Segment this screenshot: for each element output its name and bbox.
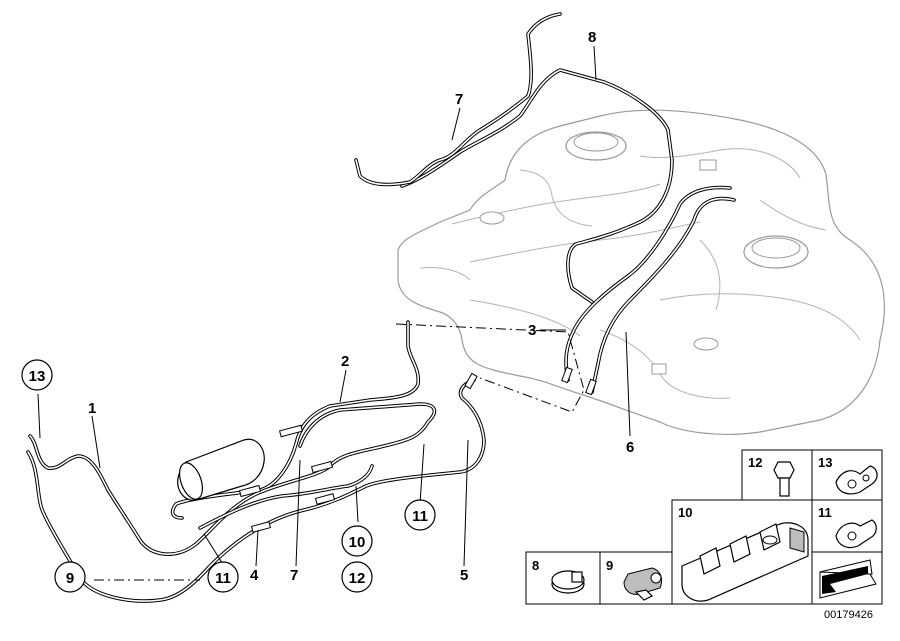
callout-7-upper: 7 <box>455 91 463 108</box>
fuel-line-8 <box>400 68 674 304</box>
callout-2: 2 <box>341 353 349 370</box>
fuel-line-middle <box>198 464 374 530</box>
callout-8: 8 <box>588 29 596 46</box>
leader-lines <box>37 45 631 567</box>
callout-9: 9 <box>66 570 74 587</box>
callout-10-circle: 10 <box>341 525 373 557</box>
document-id: 00179426 <box>824 609 873 621</box>
fuel-filter <box>177 438 265 501</box>
callout-13-circle: 13 <box>21 359 53 391</box>
line-holder-10-icon <box>681 522 809 602</box>
nut-icon <box>773 461 795 497</box>
part-label-9: 9 <box>606 558 613 573</box>
part-label-8: 8 <box>532 558 539 573</box>
callout-11-a: 11 <box>412 508 428 525</box>
line-connectors <box>238 366 597 533</box>
fuel-line-3 <box>564 185 732 382</box>
callout-3: 3 <box>528 322 536 339</box>
part-label-12: 12 <box>748 455 762 470</box>
clip-13-icon <box>835 465 878 495</box>
part-label-10: 10 <box>678 505 692 520</box>
callout-6: 6 <box>626 439 634 456</box>
part-label-11: 11 <box>818 505 832 520</box>
hose-clamp-8-icon <box>551 570 585 594</box>
arrow-icon <box>819 559 877 599</box>
fuel-line-6 <box>590 196 736 394</box>
callout-10: 10 <box>349 534 366 551</box>
part-label-13: 13 <box>818 455 832 470</box>
fuel-tank <box>397 109 885 435</box>
parts-panel: 12 13 10 11 <box>525 449 883 621</box>
callout-4: 4 <box>250 567 259 584</box>
callout-11-b: 11 <box>215 570 231 587</box>
callout-7-lower: 7 <box>290 567 298 584</box>
callout-labels: 1 2 3 4 5 6 7 7 8 9 10 12 11 11 13 <box>21 29 634 593</box>
callout-9-circle: 9 <box>54 561 86 593</box>
callout-11-circle-a: 11 <box>404 499 436 531</box>
clip-11-icon <box>835 519 877 549</box>
fuel-line-2 <box>170 320 421 520</box>
callout-13: 13 <box>29 368 46 385</box>
callout-12-circle: 12 <box>341 561 373 593</box>
callout-1: 1 <box>88 400 96 417</box>
phantom-lines <box>94 323 585 581</box>
callout-5: 5 <box>460 567 468 584</box>
callout-11-circle-b: 11 <box>207 561 239 593</box>
callout-12: 12 <box>349 570 366 587</box>
connector-9-icon <box>623 567 663 601</box>
fuel-line-lower <box>26 378 486 603</box>
fuel-line-7-upper <box>354 12 562 187</box>
